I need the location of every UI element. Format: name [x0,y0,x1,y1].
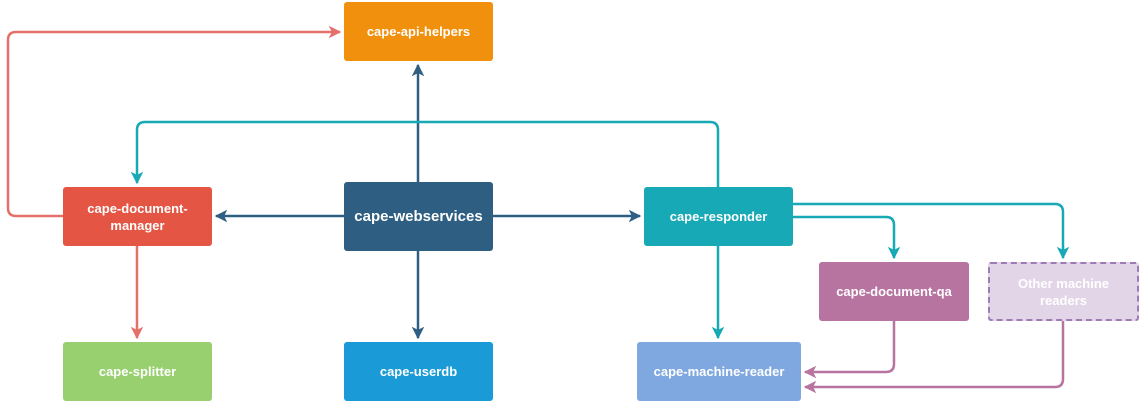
edge-docmgr-to-api-helpers [6,25,342,218]
node-label-line2: readers [1040,292,1087,308]
node-label-line1: Other machine [1017,275,1110,291]
node-label: cape-splitter [98,364,177,379]
node-label-line2: manager [110,217,165,233]
edge-other-readers-to-machine-reader [803,321,1065,394]
node-cape-splitter: cape-splitter [63,342,212,401]
node-cape-webservices: cape-webservices [344,182,493,251]
node-cape-responder: cape-responder [644,187,793,246]
node-label: cape-machine-reader [653,364,785,379]
edge-responder-to-document-qa [793,215,901,260]
node-label: cape-webservices [354,208,483,225]
node-label: cape-responder [669,209,768,224]
node-label: cape-document-qa [836,284,952,299]
edge-responder-to-other-readers [793,202,1070,260]
node-other-machine-readers: Other machine readers [988,262,1139,321]
node-cape-api-helpers: cape-api-helpers [344,2,493,61]
node-label: cape-api-helpers [366,24,471,39]
node-cape-userdb: cape-userdb [344,342,493,401]
edge-document-qa-to-machine-reader [803,321,896,379]
node-label-line1: cape-document- [87,200,188,216]
node-label: cape-userdb [379,364,458,379]
node-cape-machine-reader: cape-machine-reader [637,342,801,401]
node-cape-document-qa: cape-document-qa [819,262,969,321]
edge-responder-to-docmgr [130,120,720,187]
node-cape-document-manager: cape-document- manager [63,187,212,246]
